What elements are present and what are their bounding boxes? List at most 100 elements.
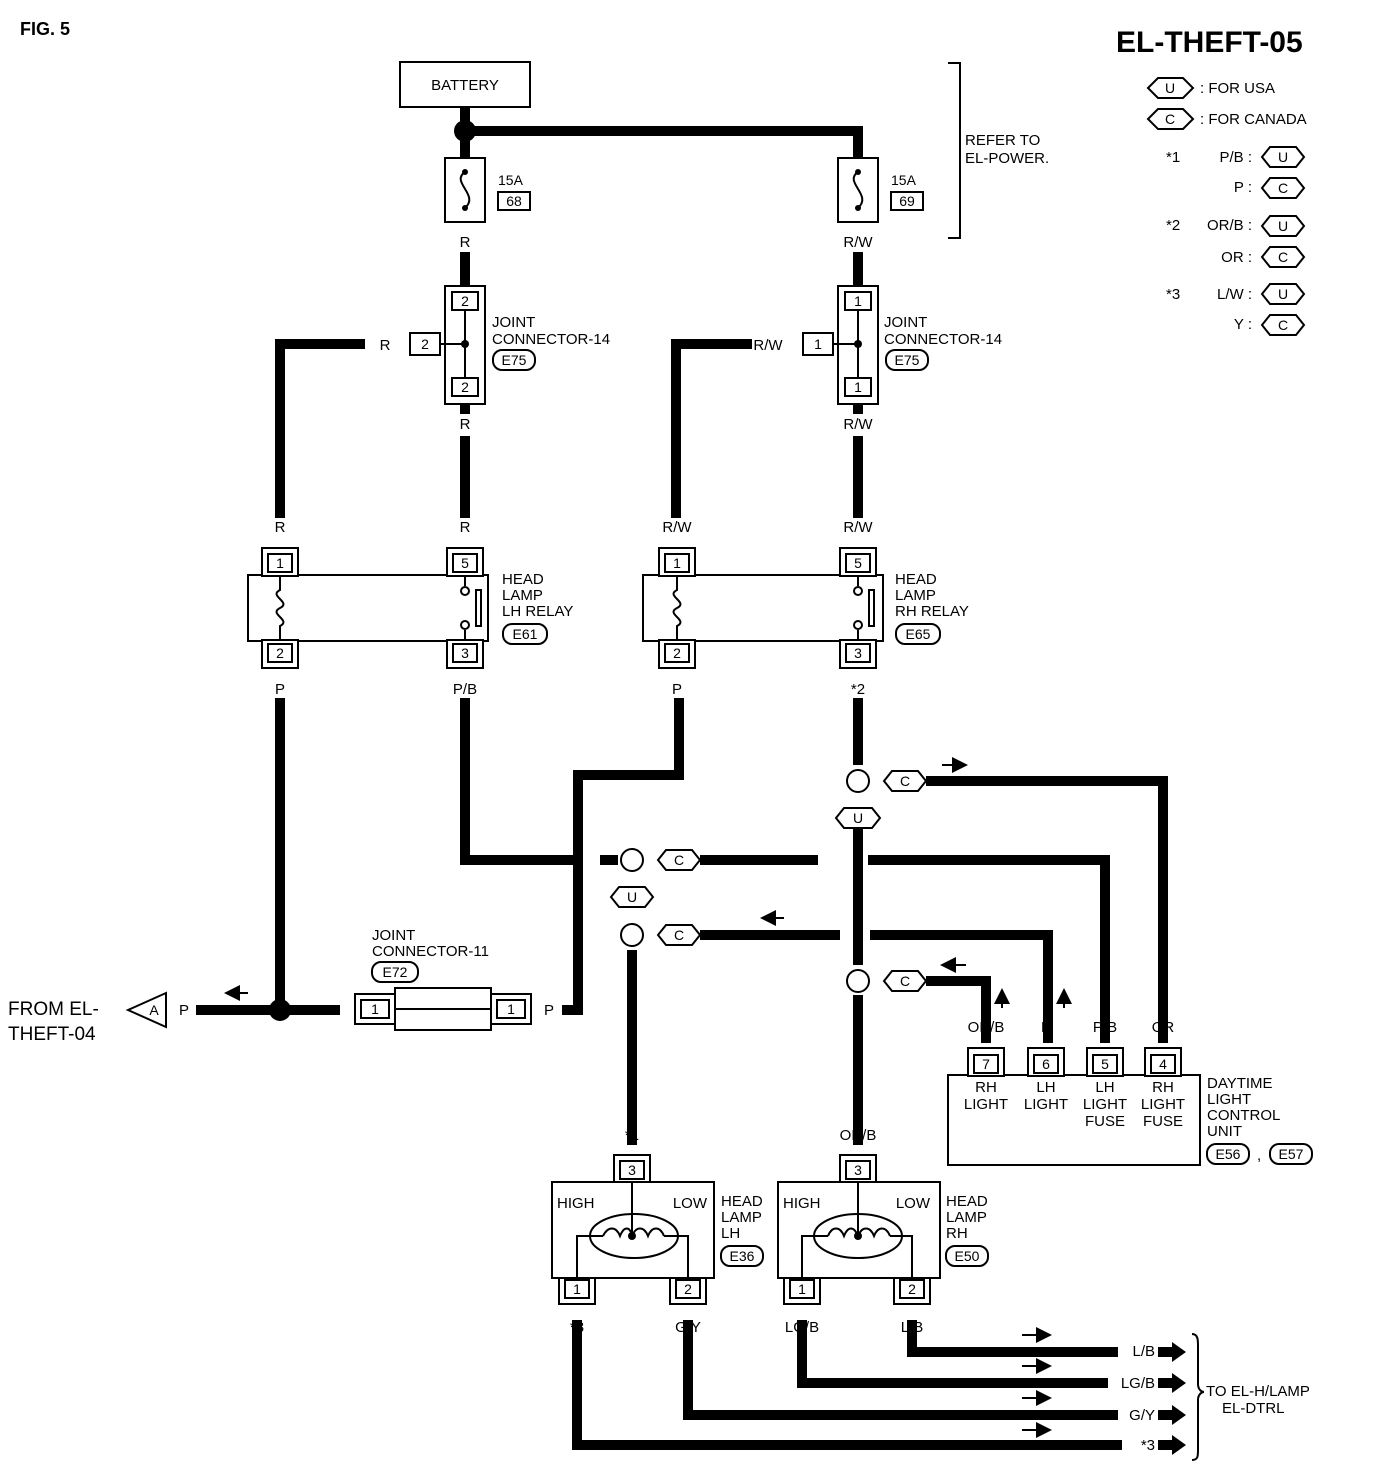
- rh-relay-pin2: 2: [673, 645, 681, 661]
- dtrl-id-1: E56: [1216, 1146, 1241, 1162]
- note1-usa: P/B :: [1219, 149, 1252, 166]
- code-c-2: C: [674, 852, 684, 868]
- lh-relay-id: E61: [513, 626, 538, 642]
- legend-usa-code: U: [1165, 80, 1175, 96]
- jc14-right-name2: CONNECTOR-14: [884, 331, 1002, 348]
- dtrl-func-6a: LH: [1036, 1079, 1055, 1096]
- lh-lamp-name1: HEAD: [721, 1193, 763, 1210]
- jc11-left-pin: 1: [371, 1001, 379, 1017]
- lh-relay-name3: LH RELAY: [502, 603, 573, 620]
- lh-lamp-pin1: 1: [573, 1281, 581, 1297]
- dtrl-func-4b: LIGHT: [1141, 1096, 1185, 1113]
- lh-relay-wire1: R: [275, 519, 286, 536]
- fuse-68-rating: 15A: [498, 172, 524, 188]
- fuse-69-number: 69: [899, 193, 915, 209]
- dest-line2: EL-DTRL: [1222, 1400, 1285, 1417]
- from-ref-line1: FROM EL-: [8, 999, 99, 1020]
- dtrl-func-7a: RH: [975, 1079, 997, 1096]
- jc11-name2: CONNECTOR-11: [372, 943, 489, 960]
- rh-lamp-name2: LAMP: [946, 1209, 987, 1226]
- jc14-left-side-pin: 2: [421, 336, 429, 352]
- output-brace: [1191, 1333, 1205, 1461]
- rh-lamp-low: LOW: [896, 1195, 931, 1212]
- jc14-left-side-wire: R: [380, 337, 391, 354]
- lh-lamp-low: LOW: [673, 1195, 708, 1212]
- jc14-left-bottom-wire: R: [460, 416, 471, 433]
- dtrl-func-5b: LIGHT: [1083, 1096, 1127, 1113]
- lh-relay-name1: HEAD: [502, 571, 544, 588]
- dtrl-name4: UNIT: [1207, 1123, 1242, 1140]
- head-lamp-lh: *1 3 HIGH LOW 1 2 HEAD LAMP LH E36 *3 G/…: [551, 1127, 764, 1336]
- from-theft-04-reference: FROM EL- THEFT-04 A P: [8, 985, 291, 1045]
- legend-usa-text: : FOR USA: [1200, 80, 1275, 97]
- note2-usa: OR/B :: [1207, 217, 1252, 234]
- out-wire-lgb: LG/B: [1121, 1375, 1155, 1392]
- lh-relay-pin5: 5: [461, 555, 469, 571]
- jc14-left-bottom-pin: 2: [461, 379, 469, 395]
- note3-usa-code: U: [1278, 286, 1288, 302]
- fuse-69-wire: R/W: [843, 234, 873, 251]
- power-ref-line2: EL-POWER.: [965, 150, 1049, 167]
- battery-splice: [454, 120, 476, 142]
- code-c-3: C: [674, 927, 684, 943]
- head-lamp-rh: OR/B 3 HIGH LOW 1 2 HEAD LAMP RH E50 LG/…: [777, 1127, 989, 1336]
- dtrl-func-6b: LIGHT: [1024, 1096, 1068, 1113]
- lh-relay-pin1: 1: [276, 555, 284, 571]
- fuse-69: 15A 69 R/W: [837, 157, 924, 251]
- head-lamp-rh-relay: R/W R/W 1 5 2 3 HEAD LAMP RH RELAY E65 P…: [642, 519, 969, 698]
- fuse-68: 15A 68 R: [444, 157, 531, 251]
- lh-lamp-high: HIGH: [557, 1195, 595, 1212]
- jc14-left-id: E75: [502, 352, 527, 368]
- rh-relay-wire1: R/W: [662, 519, 692, 536]
- lh-relay-pin3: 3: [461, 645, 469, 661]
- note2-canada: OR :: [1221, 249, 1252, 266]
- jc14-right-name1: JOINT: [884, 314, 927, 331]
- dtrl-wire-7: OR/B: [968, 1019, 1005, 1036]
- note2-canada-code: C: [1278, 249, 1288, 265]
- note-mark-1: *1: [1166, 149, 1180, 166]
- note1-canada-code: C: [1278, 180, 1288, 196]
- jc11-id: E72: [383, 964, 408, 980]
- fuse-69-rating: 15A: [891, 172, 917, 188]
- arrow-right-icon: [1172, 1435, 1186, 1455]
- power-ref-bracket: [948, 62, 961, 239]
- jc14-right-id: E75: [895, 352, 920, 368]
- dtrl-name1: DAYTIME: [1207, 1075, 1273, 1092]
- joint-connector-14-left: 2 2 2 R JOINT CONNECTOR-14 E75 R: [380, 285, 610, 433]
- outputs: L/B LG/B G/Y *3 TO EL-H/LAMP EL-DTRL: [1022, 1327, 1310, 1461]
- jc14-left-name1: JOINT: [492, 314, 535, 331]
- jc11-wire-right: P: [544, 1002, 554, 1019]
- lh-relay-pin2: 2: [276, 645, 284, 661]
- lh-relay-wire3: P/B: [453, 681, 477, 698]
- from-ref-marker: A: [149, 1002, 159, 1018]
- splice-p: [269, 999, 291, 1021]
- note1-usa-code: U: [1278, 149, 1288, 165]
- rh-lamp-out1: LG/B: [785, 1319, 819, 1336]
- legend: U : FOR USA C : FOR CANADA *1 P/B : U P …: [1146, 77, 1307, 336]
- lh-lamp-name2: LAMP: [721, 1209, 762, 1226]
- dtrl-id-sep: ,: [1257, 1147, 1261, 1164]
- rh-relay-name3: RH RELAY: [895, 603, 969, 620]
- note2-usa-code: U: [1278, 218, 1288, 234]
- fuse-68-number: 68: [506, 193, 522, 209]
- daytime-light-control-unit: OR/B P P/B OR 7 6 5 4 RH LIGHT LH LIGHT …: [947, 1019, 1313, 1166]
- rh-lamp-high: HIGH: [783, 1195, 821, 1212]
- rh-lamp-pin2: 2: [908, 1281, 916, 1297]
- rh-lamp-id: E50: [955, 1248, 980, 1264]
- dtrl-func-7b: LIGHT: [964, 1096, 1008, 1113]
- fuse-68-wire: R: [460, 234, 471, 251]
- diagram-title: EL-THEFT-05: [1116, 26, 1303, 59]
- jc14-left-top-pin: 2: [461, 293, 469, 309]
- power-ref-line1: REFER TO: [965, 132, 1040, 149]
- legend-canada-code: C: [1165, 111, 1175, 127]
- rh-lamp-name1: HEAD: [946, 1193, 988, 1210]
- rh-relay-wire5: R/W: [843, 519, 873, 536]
- lh-lamp-in-wire: *1: [625, 1127, 639, 1144]
- dest-line1: TO EL-H/LAMP: [1206, 1383, 1310, 1400]
- joint-connector-14-right: 1 1 1 R/W JOINT CONNECTOR-14 E75 R/W: [753, 285, 1002, 433]
- dtrl-func-5c: FUSE: [1085, 1113, 1125, 1130]
- note-mark-3: *3: [1166, 286, 1180, 303]
- dtrl-func-4c: FUSE: [1143, 1113, 1183, 1130]
- lh-relay-name2: LAMP: [502, 587, 543, 604]
- dtrl-pin-7: 7: [982, 1056, 990, 1072]
